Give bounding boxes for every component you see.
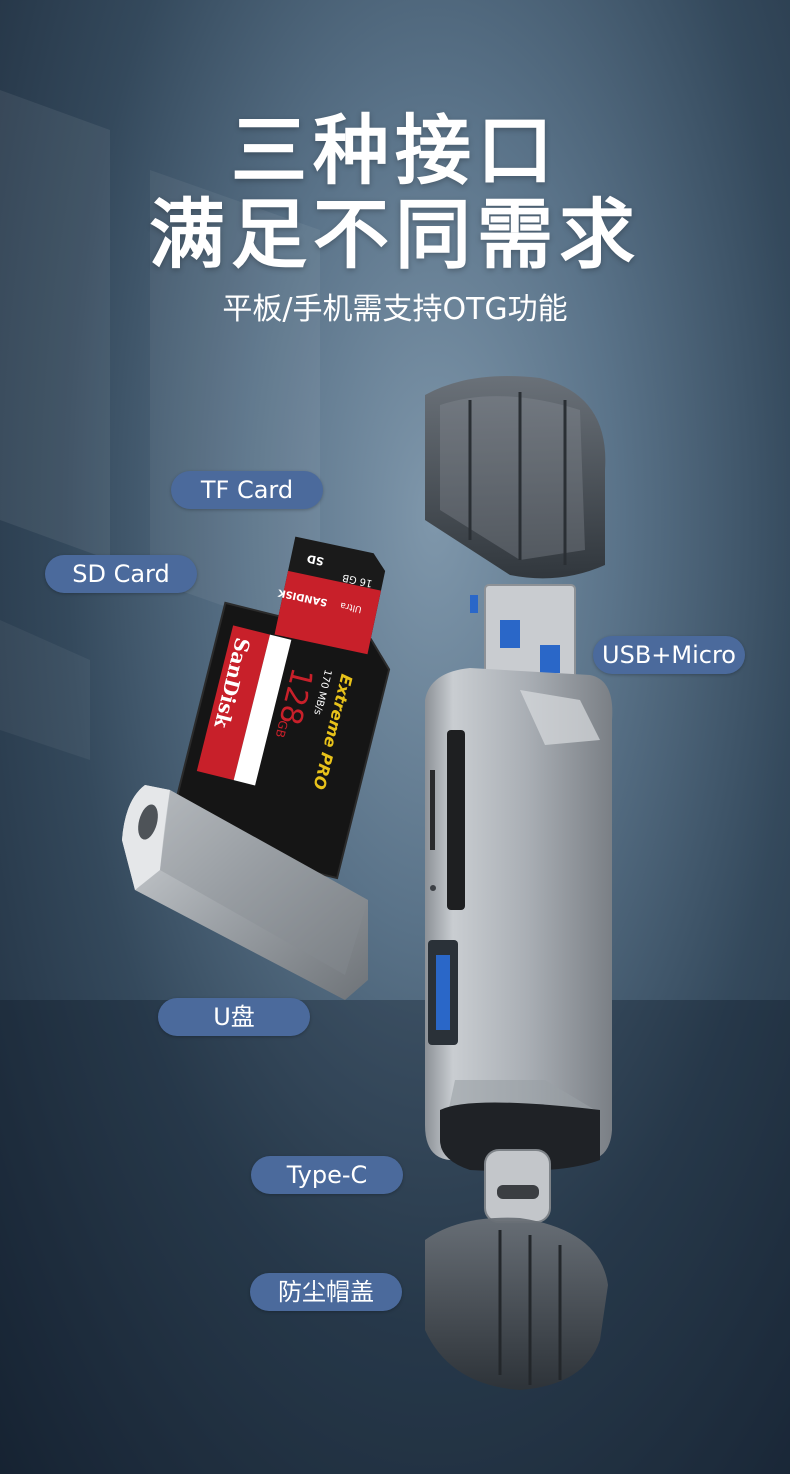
label-usb-micro: USB+Micro xyxy=(593,636,745,674)
headline-line-2: 满足不同需求 xyxy=(149,190,641,279)
tf-card-series: Ultra xyxy=(339,600,362,614)
top-dust-cap xyxy=(425,376,606,579)
type-c-plug xyxy=(440,1102,600,1223)
bottom-dust-cap xyxy=(425,1217,608,1390)
label-type-c: Type-C xyxy=(251,1156,403,1194)
label-tf-card: TF Card xyxy=(171,471,323,509)
tf-slot xyxy=(430,770,435,850)
label-u-disk: U盘 xyxy=(158,998,310,1036)
label-dust-cap: 防尘帽盖 xyxy=(250,1273,402,1311)
label-sd-card: SD Card xyxy=(45,555,197,593)
sd-slot xyxy=(447,730,465,910)
subtitle: 平板/手机需支持OTG功能 xyxy=(222,292,568,327)
headline-line-1: 三种接口 xyxy=(231,106,559,195)
card-reader-body xyxy=(425,668,613,1160)
tf-card-logo: SD xyxy=(306,552,325,568)
tf-card: SANDISK Ultra 16 GB SD xyxy=(274,536,386,655)
sd-card-unit: GB xyxy=(273,719,291,739)
u-disk xyxy=(122,785,368,1000)
sd-card: SanDisk 128 GB Extreme PRO 170 MB/s xyxy=(166,601,391,880)
